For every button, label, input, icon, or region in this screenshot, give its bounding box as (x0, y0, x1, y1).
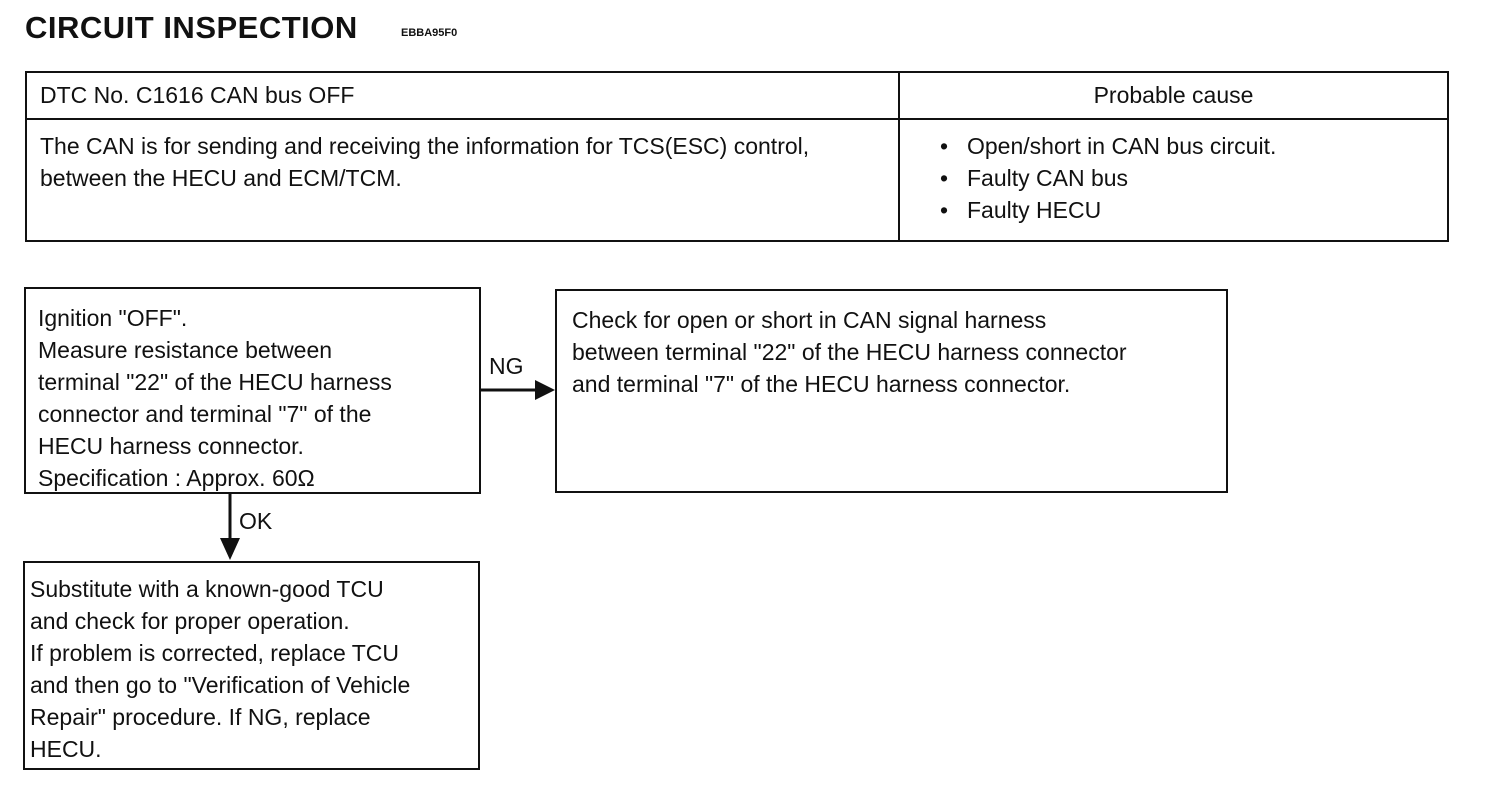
description-line: control, between the HECU and ECM/TCM. (40, 133, 810, 191)
step-line: Check for open or short in CAN signal ha… (572, 307, 1047, 333)
ng-arrow-head (535, 380, 555, 400)
probable-cause-list: Open/short in CAN bus circuit. Faulty CA… (940, 130, 1447, 226)
measure-resistance-step: Ignition "OFF". Measure resistance betwe… (24, 287, 481, 494)
step-line: If problem is corrected, replace TCU (30, 640, 399, 666)
step-line: HECU harness connector. (38, 433, 304, 459)
step-line: and check for proper operation. (30, 608, 350, 634)
dtc-body-row: The CAN is for sending and receiving the… (25, 118, 1449, 242)
description-line: The CAN is for sending and receiving the… (40, 133, 728, 159)
step-line: Repair" procedure. If NG, replace (30, 704, 371, 730)
step-line: and terminal "7" of the HECU harness con… (572, 371, 1071, 397)
dtc-header-row: DTC No. C1616 CAN bus OFF Probable cause (25, 71, 1449, 120)
ok-label: OK (239, 508, 273, 534)
substitute-tcu-step: Substitute with a known-good TCU and che… (23, 561, 480, 770)
step-line: Measure resistance between (38, 337, 333, 363)
dtc-table: DTC No. C1616 CAN bus OFF Probable cause… (25, 71, 1449, 242)
cause-item: Faulty HECU (940, 194, 1447, 226)
step-line: connector and terminal "7" of the (38, 401, 372, 427)
step-line: Specification : Approx. 60Ω (38, 465, 315, 491)
step-line: between terminal "22" of the HECU harnes… (572, 339, 1127, 365)
dtc-description: The CAN is for sending and receiving the… (25, 118, 900, 242)
step-line: Ignition "OFF". (38, 305, 188, 331)
page-title: CIRCUIT INSPECTION (25, 10, 358, 45)
cause-item: Faulty CAN bus (940, 162, 1447, 194)
probable-cause-list-cell: Open/short in CAN bus circuit. Faulty CA… (898, 118, 1449, 242)
step-line: HECU. (30, 736, 102, 762)
check-harness-step: Check for open or short in CAN signal ha… (555, 289, 1228, 493)
step-line: Substitute with a known-good TCU (30, 576, 384, 602)
step-line: and then go to "Verification of Vehicle (30, 672, 411, 698)
dtc-number-cell: DTC No. C1616 CAN bus OFF (25, 71, 900, 120)
ok-arrow-head (220, 538, 240, 560)
step-line: terminal "22" of the HECU harness (38, 369, 392, 395)
probable-cause-header: Probable cause (898, 71, 1449, 120)
document-code: EBBA95F0 (401, 27, 458, 39)
ng-label: NG (489, 353, 524, 379)
cause-item: Open/short in CAN bus circuit. (940, 130, 1447, 162)
